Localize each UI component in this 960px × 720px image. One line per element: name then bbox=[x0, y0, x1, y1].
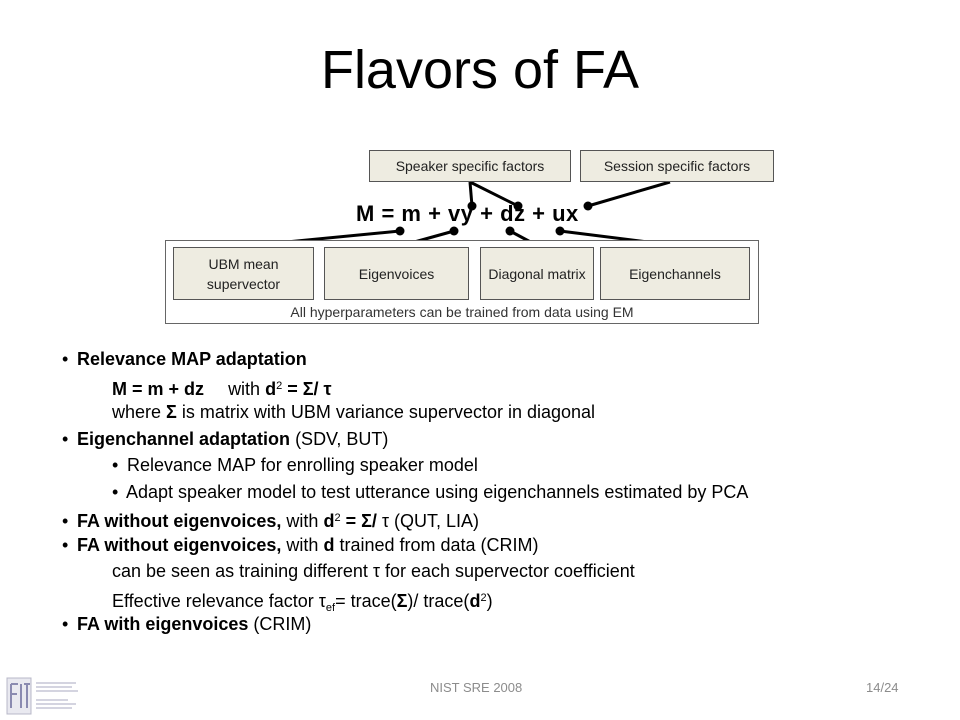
eigenvoices-box: Eigenvoices bbox=[324, 247, 469, 300]
bullet-title: Relevance MAP adaptation bbox=[77, 349, 307, 369]
erf-sub: ef bbox=[325, 601, 336, 614]
bullet-title: FA with eigenvoices bbox=[77, 614, 249, 634]
explanation-text: can be seen as training different τ for … bbox=[112, 561, 635, 581]
bullet-fa-no-eigenvoices-1: FA without eigenvoices, with d2 = Σ/ τ (… bbox=[62, 505, 942, 532]
bullet-list: Relevance MAP adaptation M = m + dz with… bbox=[62, 346, 942, 638]
bullet-title: FA without eigenvoices, bbox=[77, 511, 282, 531]
speaker-factors-label: Speaker specific factors bbox=[369, 150, 571, 182]
relevance-map-equation: M = m + dz with d2 = Σ/ τ bbox=[62, 373, 942, 400]
ubm-mean-box: UBM mean supervector bbox=[173, 247, 314, 300]
bullet-fa-with-eigenvoices: FA with eigenvoices (CRIM) bbox=[62, 611, 942, 638]
bullet-rest: τ (QUT, LIA) bbox=[381, 511, 480, 531]
slide-number: 14/24 bbox=[866, 680, 899, 695]
erf-mid: = trace( bbox=[335, 590, 397, 611]
bullet-fa-no-eigenvoices-2: FA without eigenvoices, with d trained f… bbox=[62, 532, 942, 559]
session-factors-label: Session specific factors bbox=[580, 150, 774, 182]
equation-with: with bbox=[228, 378, 261, 399]
equation-sup: 2 bbox=[276, 379, 283, 392]
bullet-title: Eigenchannel adaptation bbox=[77, 428, 291, 449]
where-text: where bbox=[112, 402, 162, 422]
bullet-with: with bbox=[286, 534, 319, 555]
bullet-with: with bbox=[286, 511, 319, 531]
bullet-rest: (SDV, BUT) bbox=[295, 428, 389, 449]
sub-bullet-text: Adapt speaker model to test utterance us… bbox=[126, 481, 749, 502]
bullet-sup: 2 bbox=[334, 512, 341, 524]
relevance-map-where: where Σ is matrix with UBM variance supe… bbox=[62, 399, 942, 426]
crim-explanation: can be seen as training different τ for … bbox=[62, 558, 942, 585]
erf-d: d bbox=[469, 590, 481, 611]
diagonal-matrix-box: Diagonal matrix bbox=[480, 247, 594, 300]
fit-university-logo-icon bbox=[6, 677, 78, 715]
bullet-relevance-map: Relevance MAP adaptation bbox=[62, 346, 942, 373]
footer-event: NIST SRE 2008 bbox=[430, 680, 523, 695]
frame-caption: All hyperparameters can be trained from … bbox=[290, 304, 634, 320]
sub-bullet-adapt: Adapt speaker model to test utterance us… bbox=[62, 479, 942, 506]
bullet-eq: = Σ/ bbox=[345, 511, 377, 531]
equation-d: d bbox=[265, 378, 277, 399]
bullet-eigenchannel: Eigenchannel adaptation (SDV, BUT) bbox=[62, 426, 942, 453]
bullet-d: d bbox=[323, 511, 335, 531]
bullet-title: FA without eigenvoices, bbox=[77, 534, 282, 555]
bullet-rest: trained from data (CRIM) bbox=[339, 534, 539, 555]
where-description: is matrix with UBM variance supervector … bbox=[181, 402, 596, 422]
sub-bullet-text: Relevance MAP for enrolling speaker mode… bbox=[127, 455, 478, 475]
erf-mid2: )/ trace( bbox=[407, 590, 470, 611]
erf-sigma: Σ bbox=[396, 590, 408, 611]
eigenchannels-box: Eigenchannels bbox=[600, 247, 750, 300]
erf-sup: 2 bbox=[480, 591, 487, 604]
sigma-symbol: Σ bbox=[166, 402, 177, 422]
erf-pre: Effective relevance factor τ bbox=[112, 590, 326, 611]
sub-bullet-enroll: Relevance MAP for enrolling speaker mode… bbox=[62, 452, 942, 479]
equation-lhs: M = m + dz bbox=[112, 378, 205, 399]
erf-end: ) bbox=[486, 590, 493, 611]
equation-rhs: = Σ/ τ bbox=[287, 378, 332, 399]
slide-title: Flavors of FA bbox=[320, 40, 640, 100]
bullet-rest: (CRIM) bbox=[253, 614, 312, 634]
effective-relevance-factor: Effective relevance factor τef= trace(Σ)… bbox=[62, 585, 942, 614]
fa-equation: M = m + vy + dz + ux bbox=[356, 201, 579, 226]
bullet-d: d bbox=[323, 534, 335, 555]
